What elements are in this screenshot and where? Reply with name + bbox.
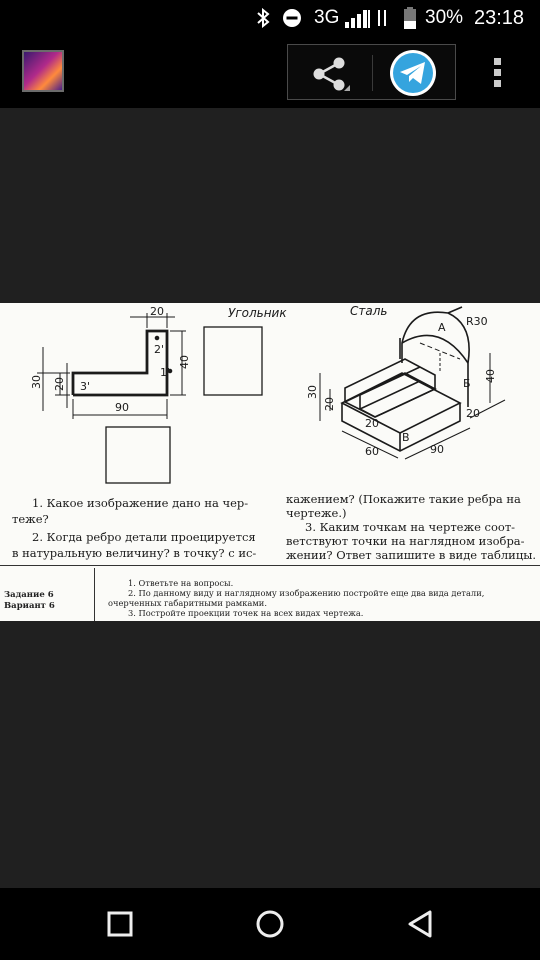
- point-label: 2': [154, 343, 164, 356]
- angle-front-view: [71, 329, 169, 397]
- dim-label: 20: [150, 305, 164, 318]
- question-line: жении? Ответ запишите в виде таблицы.: [286, 548, 537, 562]
- question-line: теже?: [12, 512, 49, 526]
- dim-label: 20: [323, 397, 336, 411]
- dim-label: 20: [365, 417, 379, 430]
- dim-label: 40: [484, 369, 497, 383]
- dim-label: 40: [178, 355, 191, 369]
- action-bar: [0, 36, 540, 108]
- image-viewer-background: [0, 108, 540, 303]
- dim-label: 30: [306, 385, 319, 399]
- task-line: очерченных габаритными рамками.: [108, 598, 267, 608]
- do-not-disturb-icon: [283, 9, 301, 27]
- task-line: 2. По данному виду и наглядному изображе…: [128, 588, 485, 598]
- technical-drawing: Угольник Сталь 20 2' 30 20 3' 1' 40 90 R…: [30, 304, 506, 484]
- task-line: 3. Постройте проекции точек на всех вида…: [128, 608, 364, 618]
- point-label: 1': [160, 366, 170, 379]
- point-label: A: [438, 321, 446, 334]
- question-line: в натуральную величину? в точку? с ис-: [12, 546, 257, 560]
- question-line: чертеже.): [286, 506, 347, 520]
- question-line: 2. Когда ребро детали проецируется: [32, 530, 256, 544]
- question-line: 1. Какое изображение дано на чер-: [32, 496, 249, 510]
- title-left: Угольник: [228, 306, 287, 320]
- dim-label: 20: [53, 377, 66, 391]
- question-line: кажением? (Покажите такие ребра на: [286, 492, 521, 506]
- divider: [372, 55, 373, 91]
- question-line: ветствуют точки на наглядном изобра-: [286, 534, 525, 548]
- overflow-menu-icon[interactable]: [488, 54, 508, 90]
- recent-apps-icon[interactable]: [102, 906, 138, 942]
- side-view-frame: [203, 326, 263, 396]
- battery-icon: [404, 7, 416, 29]
- point-label: В: [402, 431, 410, 444]
- data-arrows-icon: [378, 10, 386, 26]
- dim-label: 20: [466, 407, 480, 420]
- status-bar: 3G 30% 23:18: [0, 0, 540, 36]
- telegram-icon[interactable]: [389, 49, 437, 97]
- point-label: 3': [80, 380, 90, 393]
- worksheet-image[interactable]: Угольник Сталь 20 2' 30 20 3' 1' 40 90 R…: [0, 303, 540, 621]
- network-type: 3G: [314, 7, 340, 28]
- task-section: Задание 6 Вариант 6 1. Ответьте на вопро…: [0, 565, 540, 621]
- task-line: 1. Ответьте на вопросы.: [128, 578, 234, 588]
- app-icon[interactable]: [22, 50, 64, 92]
- task-divider: [94, 568, 95, 621]
- dim-label: R30: [466, 315, 488, 328]
- navigation-bar: [0, 888, 540, 960]
- back-icon[interactable]: [402, 906, 438, 942]
- clock: 23:18: [474, 7, 525, 29]
- share-icon[interactable]: [310, 55, 350, 91]
- battery-percent: 30%: [425, 7, 464, 28]
- title-right: Сталь: [350, 304, 387, 318]
- dim-label: 60: [365, 445, 379, 458]
- signal-icon: [345, 10, 370, 28]
- share-group: [287, 44, 456, 100]
- dim-label: 30: [30, 375, 43, 389]
- top-view-frame: [105, 426, 171, 484]
- dim-label: 90: [115, 401, 129, 414]
- bluetooth-icon: [257, 8, 270, 28]
- task-label: Задание 6: [4, 590, 54, 600]
- question-line: 3. Каким точкам на чертеже соот-: [305, 520, 516, 534]
- variant-label: Вариант 6: [4, 601, 55, 611]
- dim-label: 90: [430, 443, 444, 456]
- point-label: Б: [463, 377, 471, 390]
- home-icon[interactable]: [252, 906, 288, 942]
